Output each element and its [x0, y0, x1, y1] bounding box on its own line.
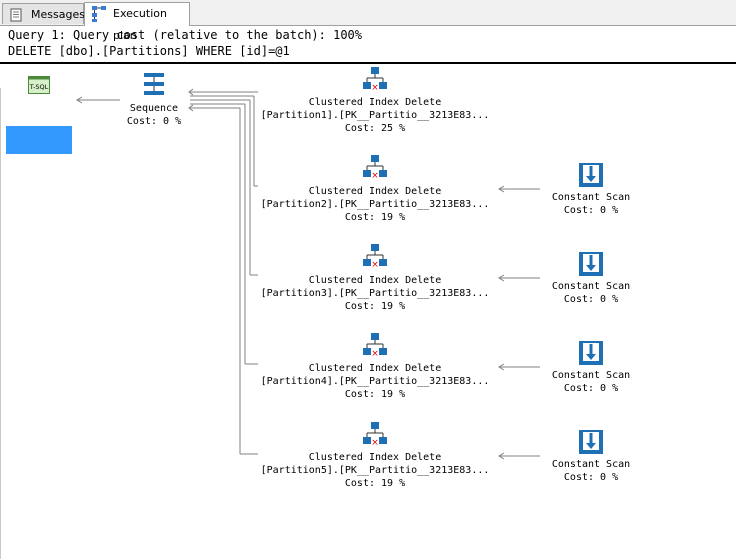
cid3-cost: Cost: 19 %: [344, 301, 406, 312]
pane-left-edge: [0, 88, 1, 559]
constant-scan-icon[interactable]: [578, 340, 604, 366]
sequence-node-label[interactable]: Sequence: [129, 103, 179, 114]
delete-node-cost: Cost: 0 %: [11, 116, 67, 127]
cid2-cost: Cost: 19 %: [344, 212, 406, 223]
cs4-cost: Cost: 0 %: [563, 383, 619, 394]
svg-text:×: ×: [371, 349, 379, 358]
clustered-index-delete-icon[interactable]: ×: [361, 154, 389, 181]
cid4-cost: Cost: 19 %: [344, 389, 406, 400]
delete-node-label[interactable]: DELETE: [20, 103, 58, 114]
execution-plan-pane[interactable]: Query 1: Query cost (relative to the bat…: [0, 26, 736, 559]
cs3-label[interactable]: Constant Scan: [551, 281, 631, 292]
cs4-label[interactable]: Constant Scan: [551, 370, 631, 381]
svg-text:×: ×: [371, 438, 379, 447]
cs2-label[interactable]: Constant Scan: [551, 192, 631, 203]
cid3-object: [Partition3].[PK__Partitio__3213E83...: [260, 288, 490, 299]
clustered-index-delete-icon[interactable]: ×: [361, 66, 389, 93]
cs5-label[interactable]: Constant Scan: [551, 459, 631, 470]
tab-messages-label: Messages: [31, 8, 85, 21]
svg-text:×: ×: [371, 171, 379, 180]
query-text-line: DELETE [dbo].[Partitions] WHERE [id]=@1: [8, 44, 290, 58]
cid5-label[interactable]: Clustered Index Delete: [308, 452, 442, 463]
tsql-icon-text: T-SQL: [29, 83, 49, 91]
clustered-index-delete-icon[interactable]: ×: [361, 421, 389, 448]
sequence-icon[interactable]: [142, 71, 166, 97]
plan-connectors: [76, 88, 540, 460]
cs2-cost: Cost: 0 %: [563, 205, 619, 216]
constant-scan-icon[interactable]: [578, 162, 604, 188]
cid1-object: [Partition1].[PK__Partitio__3213E83...: [260, 110, 490, 121]
results-tab-bar: Messages Execution plan: [0, 0, 736, 42]
tab-messages[interactable]: Messages: [2, 3, 85, 24]
cid1-label[interactable]: Clustered Index Delete: [308, 97, 442, 108]
cid3-label[interactable]: Clustered Index Delete: [308, 275, 442, 286]
tab-execution-plan-label: Execution plan: [113, 7, 167, 42]
cid5-cost: Cost: 19 %: [344, 478, 406, 489]
svg-text:×: ×: [371, 83, 379, 92]
constant-scan-icon[interactable]: [578, 251, 604, 277]
cid4-label[interactable]: Clustered Index Delete: [308, 363, 442, 374]
query-cost-line: Query 1: Query cost (relative to the bat…: [8, 28, 363, 42]
query-header: Query 1: Query cost (relative to the bat…: [0, 26, 736, 64]
cid4-object: [Partition4].[PK__Partitio__3213E83...: [260, 376, 490, 387]
cs3-cost: Cost: 0 %: [563, 294, 619, 305]
tab-execution-plan[interactable]: Execution plan: [84, 2, 190, 42]
clustered-index-delete-icon[interactable]: ×: [361, 243, 389, 270]
clustered-index-delete-icon[interactable]: ×: [361, 332, 389, 359]
tsql-icon[interactable]: T-SQL: [28, 76, 50, 94]
cid1-cost: Cost: 25 %: [344, 123, 406, 134]
messages-icon: [10, 8, 22, 22]
svg-text:×: ×: [371, 260, 379, 269]
sequence-node-cost: Cost: 0 %: [126, 116, 182, 127]
cs5-cost: Cost: 0 %: [563, 472, 619, 483]
execution-plan-icon: [92, 6, 106, 22]
cid5-object: [Partition5].[PK__Partitio__3213E83...: [260, 465, 490, 476]
cid2-label[interactable]: Clustered Index Delete: [308, 186, 442, 197]
constant-scan-icon[interactable]: [578, 429, 604, 455]
cid2-object: [Partition2].[PK__Partitio__3213E83...: [260, 199, 490, 210]
delete-node-selection: [6, 126, 72, 154]
